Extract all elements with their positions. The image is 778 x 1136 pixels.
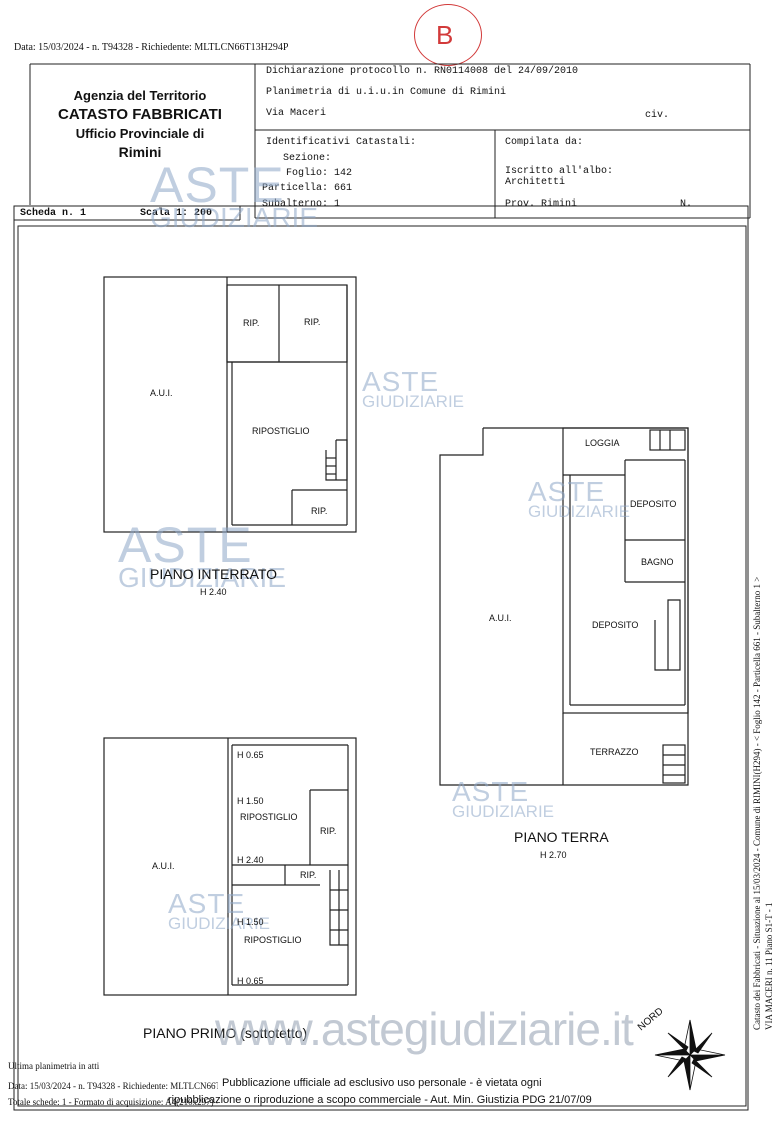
footer-data: Data: 15/03/2024 - n. T94328 - Richieden… (8, 1081, 218, 1091)
footer-pub-2: ripubblicazione o riproduzione a scopo c… (168, 1094, 592, 1106)
room-terrazzo: TERRAZZO (590, 747, 639, 757)
room-loggia: LOGGIA (585, 438, 620, 448)
plan-title-primo: PIANO PRIMO (sottotetto) (143, 1025, 308, 1041)
room-bagno: BAGNO (641, 557, 674, 567)
compilata-title: Compilata da: (505, 137, 584, 148)
room-aui-terra: A.U.I. (489, 613, 512, 623)
plan-h-terra: H 2.70 (540, 850, 567, 860)
room-deposito-2: DEPOSITO (592, 620, 639, 630)
declaration-civ: civ. (645, 110, 670, 121)
stamp-circle (414, 4, 482, 66)
room-deposito-1: DEPOSITO (630, 499, 677, 509)
identificativi-title: Identificativi Catastali: (266, 137, 417, 148)
agency-line4: Rimini (118, 144, 162, 160)
agency-line1: Agenzia del Territorio (73, 88, 207, 103)
footer-totale: Totale schede: 1 - Formato di acquisizio… (8, 1097, 218, 1107)
height-150-top: H 1.50 (237, 796, 264, 806)
room-rip-primo-1: RIP. (320, 826, 337, 836)
compilata-n: N. (680, 199, 693, 210)
stamp-letter: B (436, 20, 454, 50)
compilata-iscritto: Iscritto all'albo: (505, 166, 614, 177)
compilata-architetti: Architetti (505, 177, 566, 188)
room-aui-primo: A.U.I. (152, 861, 175, 871)
height-150-bottom: H 1.50 (237, 917, 264, 927)
identificativi-subalterno: Subalterno: 1 (262, 199, 341, 210)
room-ripostiglio-interrato: RIPOSTIGLIO (252, 426, 310, 436)
compilata-prov: Prov. Rimini (505, 199, 578, 210)
footer-pub-1: Pubblicazione ufficiale ad esclusivo uso… (222, 1077, 542, 1089)
plan-h-interrato: H 2.40 (200, 587, 227, 597)
height-240: H 2.40 (237, 855, 264, 865)
room-rip-primo-2: RIP. (300, 870, 317, 880)
height-065-top: H 0.65 (237, 750, 264, 760)
declaration-via: Via Maceri (266, 108, 327, 119)
identificativi-particella: Particella: 661 (262, 183, 353, 194)
room-rip-3: RIP. (311, 506, 328, 516)
scheda-label: Scheda n. 1 (20, 208, 87, 219)
site-url-watermark: www.astegiudiziarie.it (215, 1003, 634, 1055)
room-ripostiglio-primo-1: RIPOSTIGLIO (240, 812, 298, 822)
agency-block: Agenzia del Territorio CATASTO FABBRICAT… (40, 88, 240, 160)
room-rip-2: RIP. (304, 317, 321, 327)
plan-title-interrato: PIANO INTERRATO (150, 566, 278, 582)
room-rip-1: RIP. (243, 318, 260, 328)
room-aui-interrato: A.U.I. (150, 388, 173, 398)
identificativi-foglio: Foglio: 142 (286, 168, 353, 179)
height-065-bottom: H 0.65 (237, 976, 264, 986)
identificativi-sezione: Sezione: (283, 153, 332, 164)
request-line: Data: 15/03/2024 - n. T94328 - Richieden… (14, 42, 289, 53)
side-text-1: Catasto dei Fabbricati - Situazione al 1… (752, 576, 762, 1030)
room-ripostiglio-primo-2: RIPOSTIGLIO (244, 935, 302, 945)
agency-line3: Ufficio Provinciale di (75, 126, 205, 141)
declaration-planimetria: Planimetria di u.i.u.in Comune di Rimini (266, 87, 507, 98)
footer-ultima: Ultima planimetria in atti (8, 1061, 100, 1071)
agency-line2: CATASTO FABBRICATI (58, 106, 222, 123)
scala-label: Scala 1: 200 (140, 208, 213, 219)
side-text-2: VIA MACERI n. 11 Piano S1-T - 1 (764, 902, 774, 1030)
declaration-protocol: Dichiarazione protocollo n. RN0114008 de… (266, 66, 579, 77)
plan-title-terra: PIANO TERRA (514, 829, 609, 845)
